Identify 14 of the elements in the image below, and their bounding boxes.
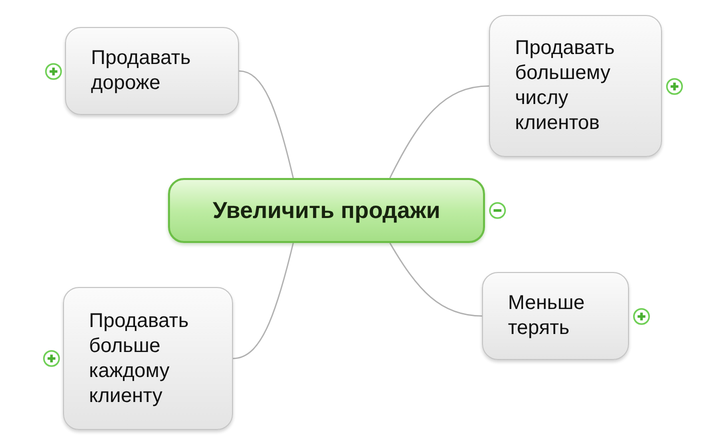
topic-text: Продавать дороже <box>91 46 192 96</box>
connector-line <box>232 242 294 360</box>
topic-text: Продавать большему числу клиентов <box>515 36 616 136</box>
connector-line <box>389 242 482 317</box>
central-topic-text: Увеличить продажи <box>212 198 440 223</box>
central-topic-box <box>168 178 485 243</box>
topic-box <box>63 287 233 430</box>
connector-line <box>389 85 490 178</box>
topic-text: Меньше терять <box>508 291 586 341</box>
connector-line <box>238 70 294 178</box>
topic-text: Продавать больше каждому клиенту <box>89 308 190 408</box>
topic-box <box>489 15 662 157</box>
topic-box <box>482 272 629 360</box>
topic-box <box>65 27 239 115</box>
